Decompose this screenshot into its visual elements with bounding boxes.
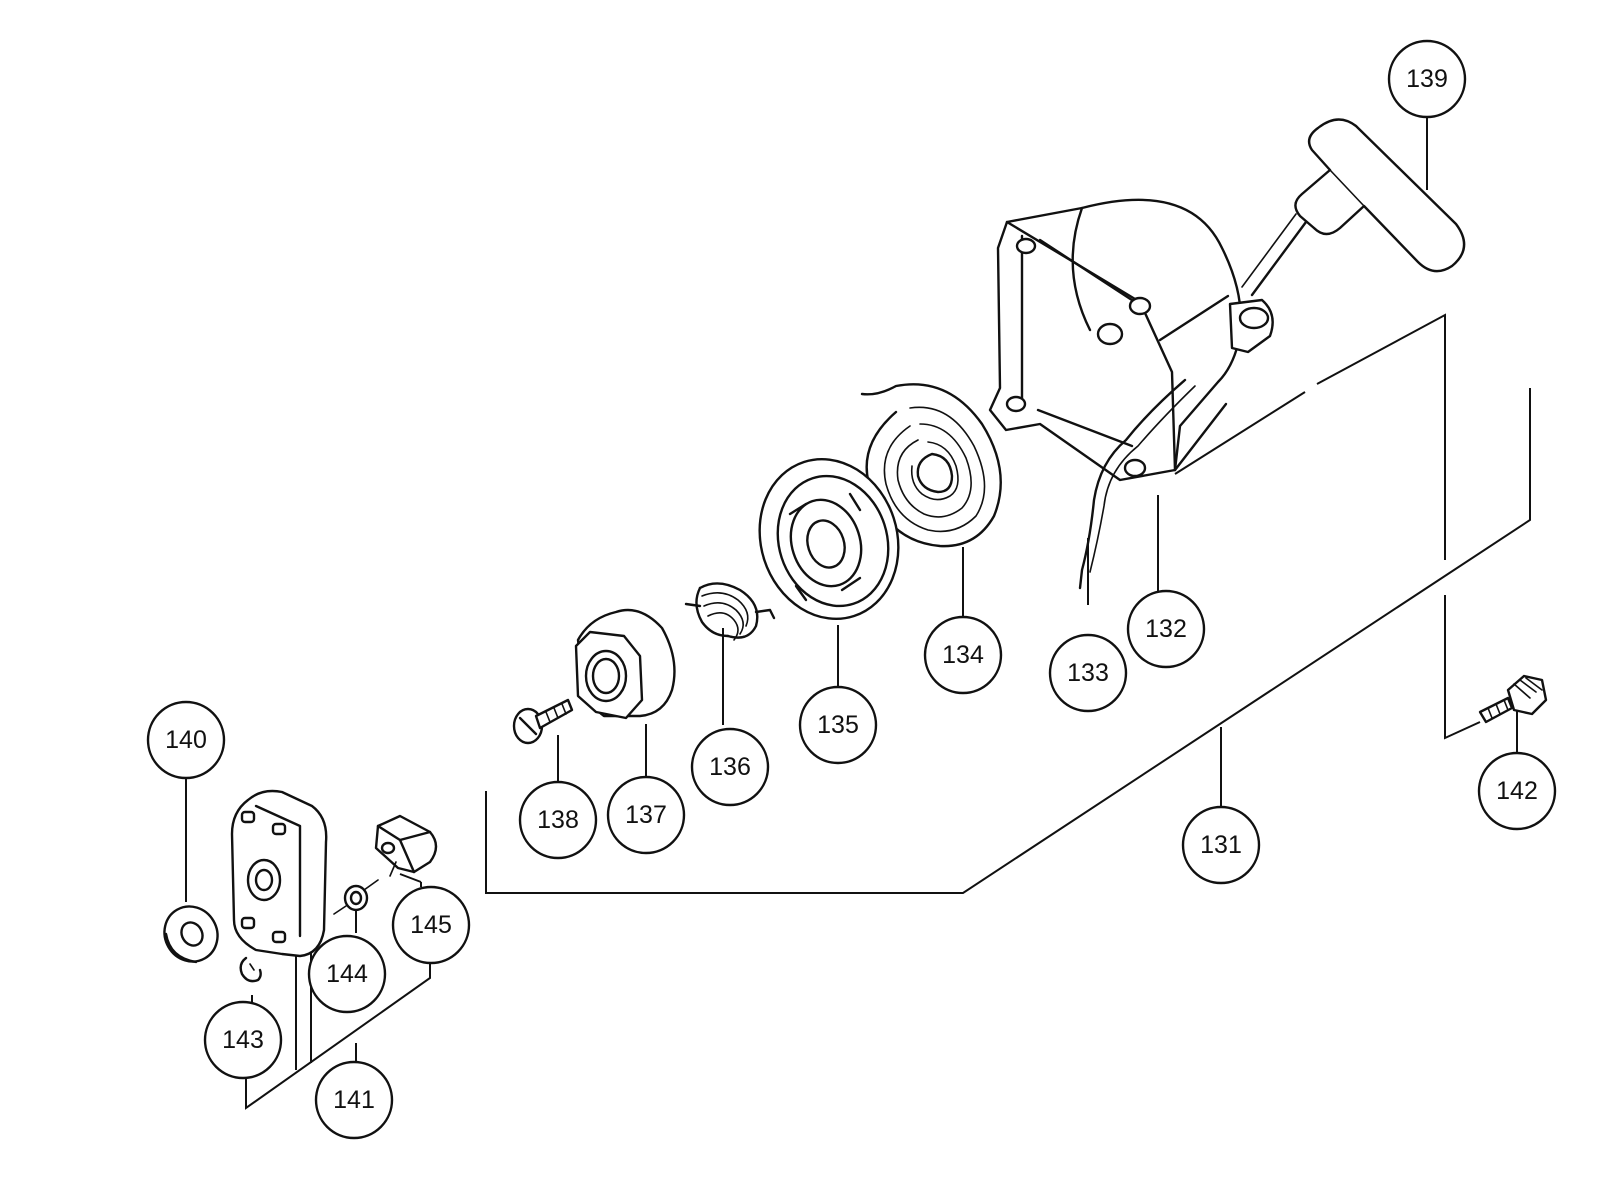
e-ring-143-drawing bbox=[239, 956, 262, 983]
callout-141-label: 141 bbox=[333, 1086, 375, 1114]
callout-136-label: 136 bbox=[709, 753, 751, 781]
washer-140-drawing bbox=[163, 905, 219, 964]
callout-134: 134 bbox=[923, 615, 1003, 695]
callout-140-label: 140 bbox=[165, 726, 207, 754]
pawl-spring-144-drawing bbox=[333, 879, 379, 915]
bolt-142-drawing bbox=[1478, 674, 1548, 724]
starter-handle-drawing bbox=[1241, 118, 1466, 297]
callout-137: 137 bbox=[606, 775, 686, 855]
screw-138-drawing bbox=[512, 698, 574, 745]
callout-135: 135 bbox=[798, 685, 878, 765]
callout-142-label: 142 bbox=[1496, 777, 1538, 805]
callout-138-label: 138 bbox=[537, 806, 579, 834]
callout-134-label: 134 bbox=[942, 641, 984, 669]
assembly-bracket-131 bbox=[485, 388, 1531, 894]
callout-145: 145 bbox=[391, 885, 471, 965]
callout-133: 133 bbox=[1048, 633, 1128, 713]
callout-145-label: 145 bbox=[410, 911, 452, 939]
callout-140: 140 bbox=[146, 700, 226, 780]
callout-141: 141 bbox=[314, 1060, 394, 1140]
rope-pulley-drawing bbox=[758, 457, 900, 621]
callout-139-label: 139 bbox=[1406, 65, 1448, 93]
callout-131: 131 bbox=[1181, 805, 1261, 885]
callout-136: 136 bbox=[690, 727, 770, 807]
starter-rope-drawing bbox=[1078, 378, 1196, 590]
callout-142: 142 bbox=[1477, 751, 1557, 831]
pawl-145-drawing bbox=[374, 814, 438, 877]
assembly-bracket-132 bbox=[1174, 313, 1481, 740]
callout-132-label: 132 bbox=[1145, 615, 1187, 643]
callout-133-label: 133 bbox=[1067, 659, 1109, 687]
callout-139: 139 bbox=[1387, 39, 1467, 119]
callout-131-label: 131 bbox=[1200, 831, 1242, 859]
callout-144: 144 bbox=[307, 934, 387, 1014]
callout-143-label: 143 bbox=[222, 1026, 264, 1054]
callout-143: 143 bbox=[203, 1000, 283, 1080]
callout-137-label: 137 bbox=[625, 801, 667, 829]
callout-135-label: 135 bbox=[817, 711, 859, 739]
pawl-holder-plate-drawing bbox=[230, 789, 328, 958]
starter-case-drawing bbox=[988, 198, 1274, 482]
callout-144-label: 144 bbox=[326, 960, 368, 988]
callout-132: 132 bbox=[1126, 589, 1206, 669]
ratchet-drawing bbox=[574, 608, 676, 720]
pulley-spring-drawing bbox=[684, 582, 776, 641]
callout-138: 138 bbox=[518, 780, 598, 860]
